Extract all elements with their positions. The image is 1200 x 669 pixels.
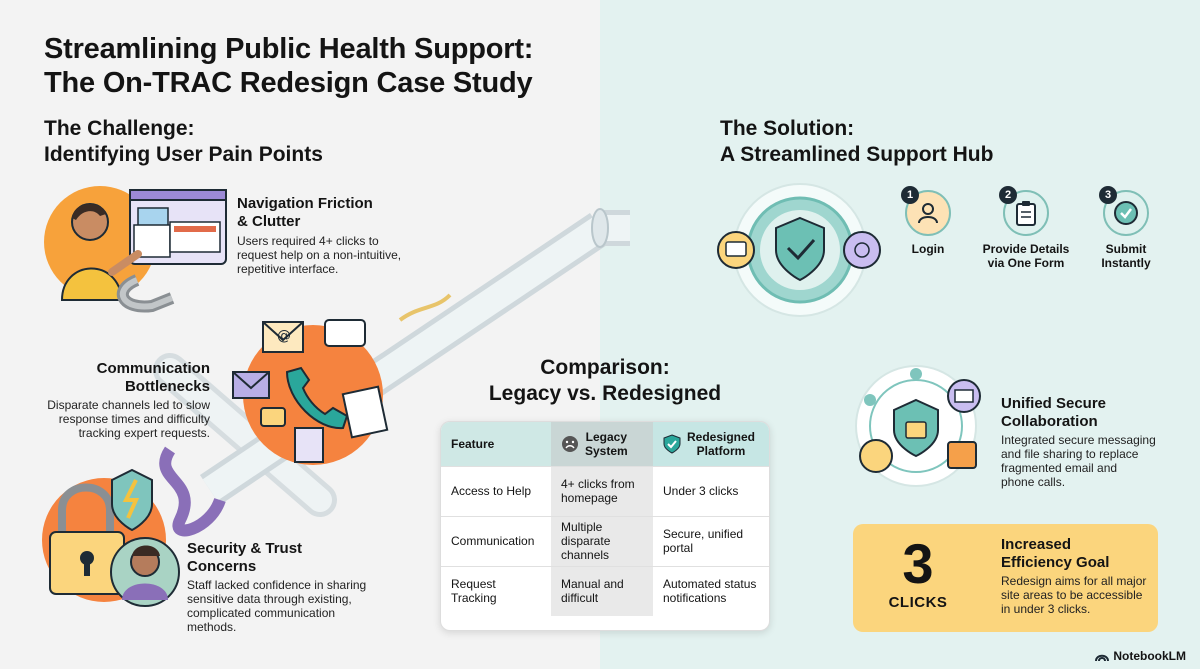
navigation-friction-illustration [44, 186, 227, 313]
navigation-friction-desc: Users required 4+ clicks to request help… [237, 234, 402, 276]
challenge-heading: The Challenge: Identifying User Pain Poi… [44, 117, 323, 166]
communication-bottleneck-illustration: @ [232, 319, 389, 465]
efficiency-goal-desc: Redesign aims for all major site areas t… [1001, 574, 1147, 616]
notebooklm-icon [1095, 654, 1110, 662]
svg-text:@: @ [277, 328, 291, 344]
navigation-friction-title: Navigation Friction & Clutter [237, 195, 373, 230]
efficiency-goal-card [853, 524, 1158, 632]
secure-collaboration-desc: Integrated secure messaging and file sha… [1001, 433, 1156, 489]
communication-bottlenecks-desc: Disparate channels led to slow response … [47, 398, 210, 440]
header-feature: Feature [441, 422, 551, 466]
communication-bottlenecks-title: Communication Bottlenecks [96, 360, 210, 395]
step-provide-details: 2 Provide Details via One Form [976, 186, 1076, 270]
shield-check-icon [663, 434, 681, 454]
step-login: 1 Login [888, 186, 968, 256]
security-trust-illustration [42, 446, 226, 607]
secure-collaboration-illustration [855, 365, 981, 487]
support-hub-illustration [717, 183, 881, 317]
solution-heading: The Solution: A Streamlined Support Hub [720, 117, 994, 166]
security-trust-title: Security & Trust Concerns [187, 540, 303, 575]
check-circle-icon [1114, 201, 1138, 225]
clipboard-icon [1016, 201, 1036, 226]
efficiency-unit: CLICKS [888, 594, 948, 611]
user-icon [918, 203, 938, 224]
security-trust-desc: Staff lacked confidence in sharing sensi… [187, 578, 367, 634]
efficiency-goal-title: Increased Efficiency Goal [1001, 536, 1110, 571]
comparison-heading: Comparison: Legacy vs. Redesigned [488, 356, 722, 405]
secure-collaboration-title: Unified Secure Collaboration [1001, 395, 1107, 430]
page-title: Streamlining Public Health Support: The … [44, 33, 534, 99]
efficiency-number: 3 [902, 532, 934, 595]
step-submit: 3 Submit Instantly [1086, 186, 1166, 270]
notebooklm-logo: NotebookLM [1095, 649, 1186, 663]
sad-face-icon [562, 435, 578, 452]
